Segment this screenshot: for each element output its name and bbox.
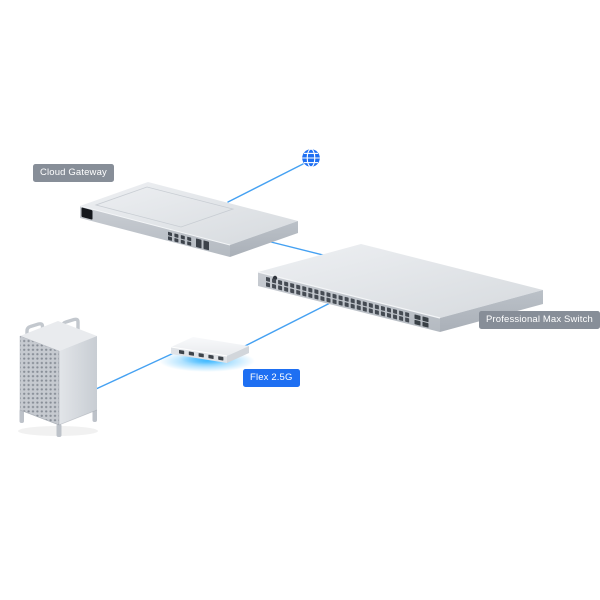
- flex-label: Flex 2.5G: [243, 369, 300, 387]
- cloud-gateway-label: Cloud Gateway: [33, 164, 114, 182]
- flex-ports: [179, 349, 224, 361]
- switch-ports: [266, 276, 429, 328]
- tower-foot: [19, 409, 24, 423]
- tower-workstation-device: [18, 317, 98, 437]
- tower-foot: [56, 424, 62, 437]
- cloud-gateway-device: [79, 182, 298, 257]
- globe-icon: [302, 148, 320, 168]
- professional-max-switch-label: Professional Max Switch: [479, 311, 600, 329]
- tower-perforated-face: [19, 335, 60, 426]
- gateway-ports: [81, 207, 209, 251]
- tower-foot: [92, 408, 97, 422]
- tower-handle-left: [25, 322, 45, 340]
- connection-switch-flex: [242, 297, 341, 348]
- flex-switch-device: [170, 337, 249, 363]
- connection-internet-gateway: [227, 163, 304, 203]
- gateway-display: [81, 207, 93, 220]
